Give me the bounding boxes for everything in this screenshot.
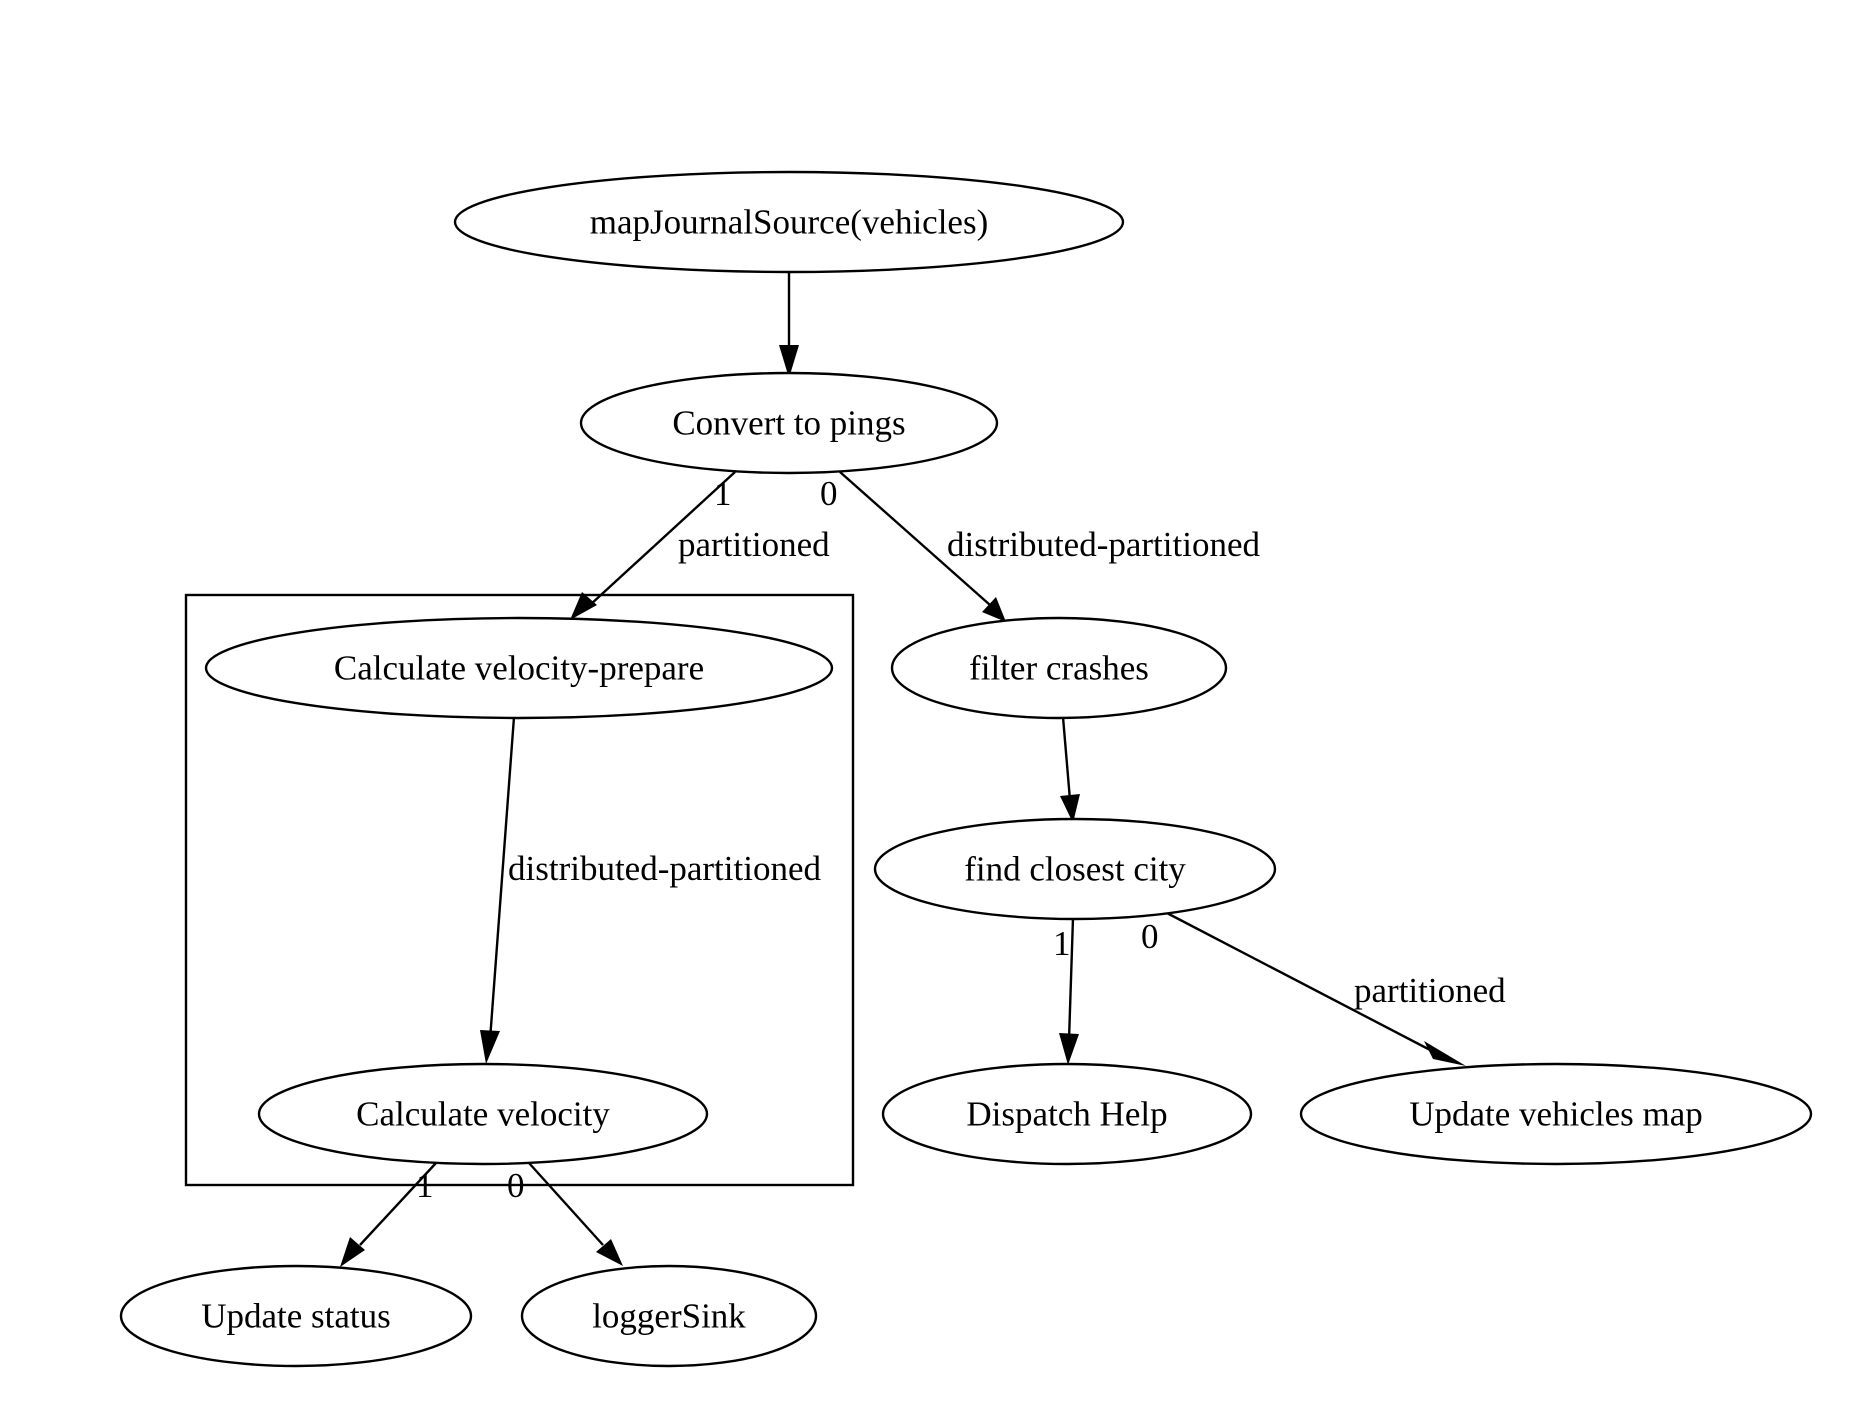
node-label: filter crashes: [969, 649, 1149, 688]
node-label: Calculate velocity: [356, 1095, 610, 1134]
node-label: Calculate velocity-prepare: [334, 649, 704, 688]
node-update-vehicles-map: Update vehicles map: [1299, 1062, 1813, 1166]
edge-city-to-dispatch: 1: [1053, 917, 1079, 1065]
edge-velocity-to-logger: 0: [507, 1162, 623, 1266]
node-label: Dispatch Help: [966, 1095, 1167, 1134]
node-find-closest-city: find closest city: [873, 817, 1277, 921]
node-label: Convert to pings: [672, 404, 905, 443]
edge-label-distributed-partitioned: distributed-partitioned: [508, 849, 821, 888]
node-dispatch-help: Dispatch Help: [881, 1062, 1253, 1166]
node-label: mapJournalSource(vehicles): [590, 203, 988, 242]
edge-velocity-to-status: 1: [340, 1162, 437, 1267]
node-label: Update vehicles map: [1409, 1095, 1703, 1134]
node-map-journal-source: mapJournalSource(vehicles): [453, 170, 1125, 274]
edge-ordinal-1: 1: [714, 474, 732, 513]
node-label: find closest city: [964, 850, 1186, 889]
node-calculate-velocity: Calculate velocity: [257, 1062, 709, 1166]
node-label: loggerSink: [592, 1297, 746, 1336]
edge-pings-to-filter: distributed-partitioned 0: [820, 471, 1260, 622]
edge-ordinal-0: 0: [820, 474, 838, 513]
node-filter-crashes: filter crashes: [890, 616, 1228, 720]
node-logger-sink: loggerSink: [520, 1264, 818, 1368]
edge-city-to-update-map: partitioned 0: [1141, 910, 1506, 1066]
edge-ordinal-1: 1: [416, 1166, 434, 1205]
node-update-status: Update status: [119, 1264, 473, 1368]
velocity-cluster: [184, 593, 855, 1187]
edge-label-partitioned: partitioned: [678, 525, 830, 564]
edge-pings-to-prepare: partitioned 1: [570, 471, 830, 620]
node-calculate-velocity-prepare: Calculate velocity-prepare: [204, 616, 834, 720]
edge-ordinal-1: 1: [1053, 924, 1071, 963]
edge-ordinal-0: 0: [1141, 917, 1159, 956]
edge-prepare-to-velocity: distributed-partitioned: [480, 716, 821, 1064]
edge-source-to-pings: [779, 272, 799, 378]
node-convert-to-pings: Convert to pings: [579, 371, 999, 475]
edge-ordinal-0: 0: [507, 1166, 525, 1205]
edge-label-partitioned: partitioned: [1354, 971, 1506, 1010]
edge-label-distributed-partitioned: distributed-partitioned: [947, 525, 1260, 564]
edge-filter-to-city: [1060, 716, 1080, 823]
node-label: Update status: [201, 1297, 391, 1336]
